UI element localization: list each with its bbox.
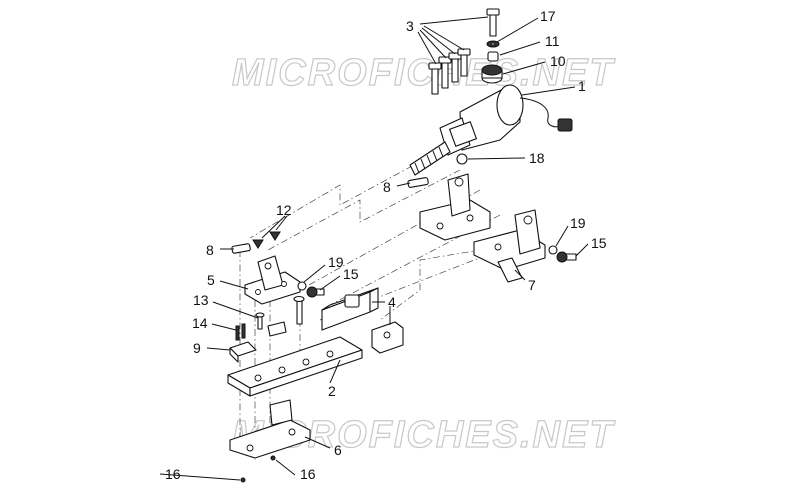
callout-1: 1 [578, 78, 586, 94]
washer-19-right [548, 245, 558, 255]
callout-11: 11 [545, 33, 560, 49]
callout-6: 6 [334, 442, 342, 458]
callout-19-right: 19 [570, 215, 586, 231]
rivet-16-right [270, 455, 276, 461]
callout-5: 5 [207, 272, 215, 288]
watermark-top: MICROFICHES.NET [232, 52, 615, 94]
bolt-15-right [556, 251, 577, 263]
callout-13: 13 [193, 292, 209, 308]
callout-16-left: 16 [165, 466, 181, 482]
callout-15-left: 15 [343, 266, 359, 282]
upper-right-bracket [419, 173, 491, 241]
pin-8-left [231, 243, 251, 254]
spacer-11 [487, 51, 499, 62]
block-4-upper [321, 287, 379, 331]
callout-2: 2 [328, 383, 336, 399]
callout-3: 3 [406, 18, 414, 34]
lower-bracket-6 [229, 399, 311, 459]
callout-8-upper: 8 [383, 179, 391, 195]
callout-14: 14 [192, 315, 208, 331]
screw [293, 295, 305, 325]
callout-4: 4 [388, 294, 396, 310]
callout-15-right: 15 [591, 235, 607, 251]
bolts-set [428, 8, 500, 95]
callout-16-right: 16 [300, 466, 316, 482]
clip [267, 321, 287, 337]
fastener-13 [255, 312, 265, 330]
callout-17: 17 [540, 8, 556, 24]
bracket-7 [473, 209, 546, 283]
pin-8-upper [407, 177, 429, 188]
callout-7: 7 [528, 277, 536, 293]
leader-lines [206, 16, 589, 476]
callout-numbers: 1 2 3 4 5 6 7 8 8 9 10 11 12 13 14 15 15… [165, 8, 607, 482]
callout-18: 18 [529, 150, 545, 166]
fasteners-12 [252, 231, 281, 249]
base-plate-2 [227, 336, 363, 397]
nut-18 [456, 153, 468, 165]
bolt-15-left [306, 286, 325, 298]
callout-12: 12 [276, 202, 292, 218]
callout-10: 10 [550, 53, 566, 69]
grommet-10 [481, 64, 503, 84]
clamp-9 [229, 341, 257, 363]
callout-8-left: 8 [206, 242, 214, 258]
callout-19-left: 19 [328, 254, 344, 270]
bracket-5 [244, 255, 301, 305]
washer-19-left [297, 281, 307, 291]
callout-9: 9 [193, 340, 201, 356]
rivet-16-left [159, 473, 246, 483]
screws-14 [235, 323, 246, 341]
block-4-lower [371, 321, 404, 354]
motor-actuator [409, 84, 573, 176]
